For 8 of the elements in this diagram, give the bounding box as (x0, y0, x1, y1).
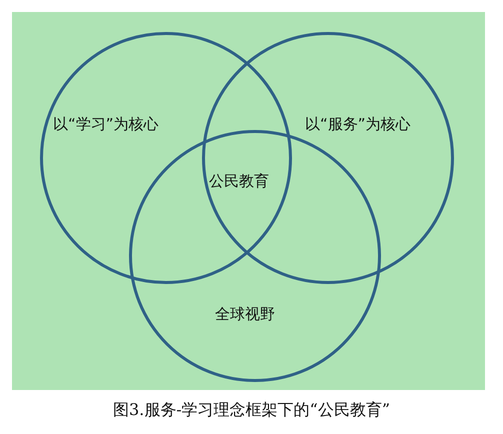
overlap-label: 公民教育 (209, 172, 269, 191)
figure-caption: 图3.服务-学习理念框架下的“公民教育” (112, 400, 392, 421)
venn-circle (40, 32, 292, 284)
circle-label: 以“服务”为核心 (305, 115, 411, 134)
venn-circle (202, 32, 454, 284)
circle-label: 以“学习”为核心 (53, 115, 159, 134)
venn-circle (129, 130, 381, 382)
circle-label: 全球视野 (215, 305, 275, 324)
